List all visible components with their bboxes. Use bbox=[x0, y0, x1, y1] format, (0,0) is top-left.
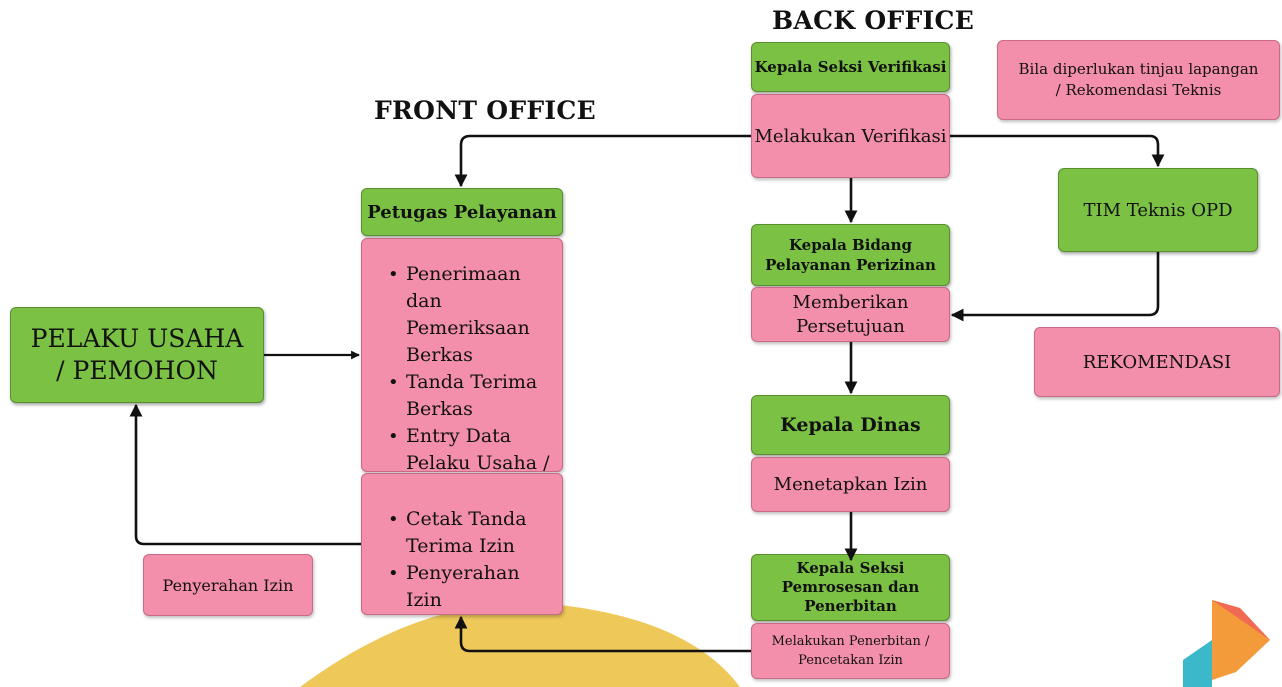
front-office-task-list: Penerimaan dan Pemeriksaan Berkas Tanda … bbox=[380, 261, 552, 504]
penyerahan-izin-box: Penyerahan Izin bbox=[143, 554, 313, 616]
pelaku-usaha-box: PELAKU USAHA / PEMOHON bbox=[10, 307, 264, 403]
penerbitan-box: Melakukan Penerbitan / Pencetakan Izin bbox=[751, 623, 950, 679]
arrow-penerbitan-to-petugas bbox=[454, 615, 751, 653]
arrow-petugas-to-pelaku bbox=[129, 403, 361, 546]
verifikasi-box: Melakukan Verifikasi bbox=[751, 94, 950, 178]
front-office-output-box: Cetak Tanda Terima Izin Penyerahan Izin bbox=[361, 473, 563, 615]
rekomendasi-box: REKOMENDASI bbox=[1034, 327, 1280, 397]
kabid-box: Kepala Bidang Pelayanan Perizinan bbox=[751, 224, 950, 286]
decor-yellow-shape bbox=[300, 602, 740, 687]
arrow-verifikasi-to-tim bbox=[950, 134, 1165, 168]
arrow-verifikasi-to-petugas bbox=[454, 134, 751, 188]
task-penerimaan: Penerimaan dan Pemeriksaan Berkas bbox=[388, 261, 552, 369]
task-tanda-terima: Tanda Terima Berkas bbox=[388, 369, 552, 423]
back-office-title: BACK OFFICE bbox=[772, 6, 975, 35]
front-office-tasks-box: Penerimaan dan Pemeriksaan Berkas Tanda … bbox=[361, 238, 563, 501]
persetujuan-box: Memberikan Persetujuan bbox=[751, 287, 950, 342]
task-cetak: Cetak Tanda Terima Izin bbox=[388, 506, 552, 560]
kepala-dinas-box: Kepala Dinas bbox=[751, 395, 950, 455]
menetapkan-izin-box: Menetapkan Izin bbox=[751, 457, 950, 512]
kasi-verifikasi-box: Kepala Seksi Verifikasi bbox=[751, 42, 950, 92]
front-office-title: FRONT OFFICE bbox=[374, 96, 596, 125]
tinjau-lapangan-box: Bila diperlukan tinjau lapangan / Rekome… bbox=[997, 40, 1280, 120]
front-office-output-list: Cetak Tanda Terima Izin Penyerahan Izin bbox=[380, 506, 552, 614]
task-penyerahan: Penyerahan Izin bbox=[388, 560, 552, 614]
petugas-pelayanan-box: Petugas Pelayanan bbox=[361, 188, 563, 236]
kasi-pemrosesan-box: Kepala Seksi Pemrosesan dan Penerbitan bbox=[751, 554, 950, 621]
tim-teknis-box: TIM Teknis OPD bbox=[1058, 168, 1258, 252]
brand-logo bbox=[1183, 600, 1270, 687]
arrow-tim-to-persetujuan bbox=[950, 252, 1160, 322]
